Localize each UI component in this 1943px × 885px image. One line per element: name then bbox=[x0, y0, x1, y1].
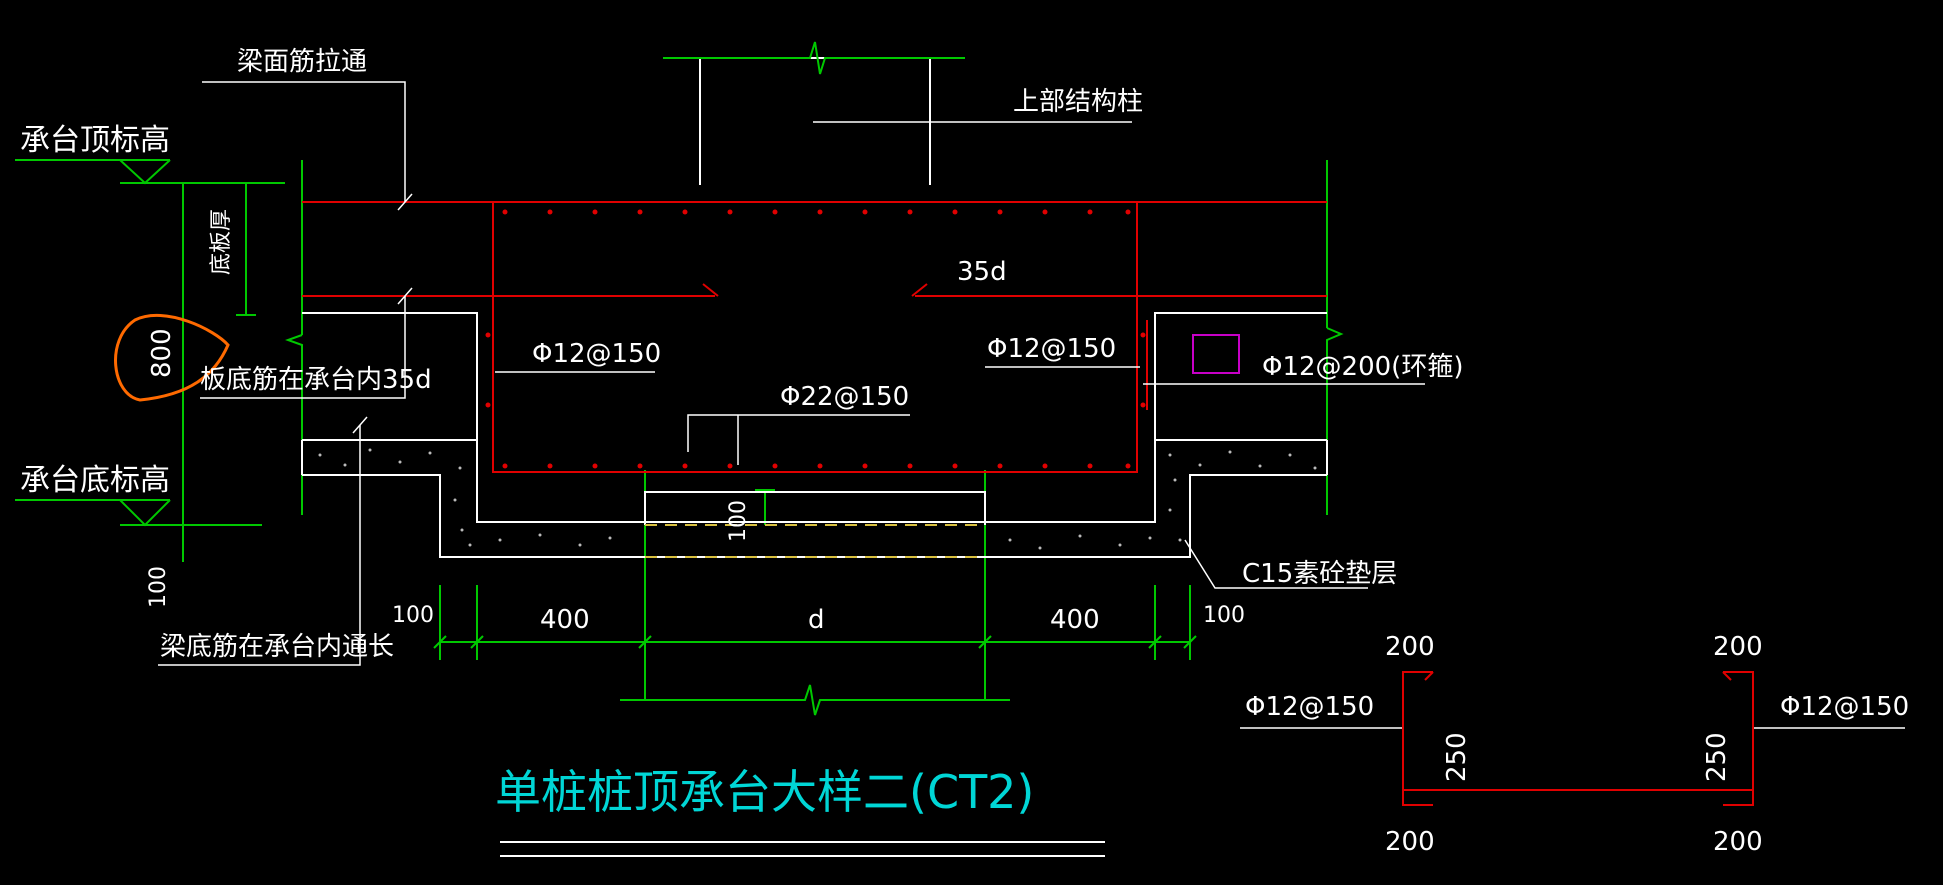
label-beam-top-bar: 梁面筋拉通 bbox=[237, 47, 367, 77]
dim-cap-height: 800 bbox=[147, 328, 177, 378]
label-cushion: C15素砼垫层 bbox=[1242, 559, 1397, 589]
label-side-bar-right: Φ12@150 bbox=[987, 334, 1116, 364]
label-side-bar-left: Φ12@150 bbox=[532, 339, 661, 369]
detail-side-right: 250 bbox=[1702, 732, 1732, 782]
dim-left-100: 100 bbox=[392, 603, 434, 628]
cap-outline bbox=[301, 312, 1328, 558]
bar-detail-lines bbox=[1240, 671, 1905, 806]
cushion-hatch bbox=[318, 448, 1317, 550]
label-upper-column: 上部结构柱 bbox=[1013, 87, 1143, 117]
label-hoop: Φ12@200(环箍) bbox=[1262, 352, 1463, 382]
green-frame-lines bbox=[120, 160, 1344, 716]
rebar-cage bbox=[302, 201, 1327, 473]
label-bottom-bar: Φ22@150 bbox=[780, 382, 909, 412]
dim-pile-d: d bbox=[808, 605, 825, 635]
label-anchor-35d: 35d bbox=[957, 257, 1007, 287]
dim-right-100: 100 bbox=[1203, 603, 1245, 628]
title-underline bbox=[500, 841, 1105, 857]
detail-bar-right: Φ12@150 bbox=[1780, 692, 1909, 722]
detail-top-right: 200 bbox=[1713, 632, 1763, 662]
detail-side-left: 250 bbox=[1442, 732, 1472, 782]
leader-lines bbox=[158, 81, 1425, 666]
detail-bottom-left: 200 bbox=[1385, 827, 1435, 857]
detail-bar-left: Φ12@150 bbox=[1245, 692, 1374, 722]
pile-hidden-lines bbox=[645, 524, 985, 558]
drawing-title: 单桩桩顶承台大样二(CT2) bbox=[495, 765, 1034, 819]
column-break-line bbox=[663, 41, 965, 75]
detail-bottom-right: 200 bbox=[1713, 827, 1763, 857]
rebar-dots bbox=[485, 209, 1146, 469]
detail-top-left: 200 bbox=[1385, 632, 1435, 662]
label-beam-bottom-bar: 梁底筋在承台内通长 bbox=[160, 632, 394, 662]
markup-circle bbox=[114, 313, 230, 402]
label-slab-thickness: 底板厚 bbox=[209, 209, 234, 275]
elevation-marks bbox=[15, 159, 171, 527]
hoop-symbol bbox=[1192, 334, 1240, 374]
label-cap-top-elev: 承台顶标高 bbox=[20, 123, 170, 158]
dim-embed-100: 100 bbox=[726, 500, 751, 542]
dimension-line bbox=[433, 585, 1197, 660]
dim-cushion-thk-left: 100 bbox=[146, 566, 171, 608]
dim-right-400: 400 bbox=[1050, 605, 1100, 635]
label-slab-bottom-bar: 板底筋在承台内35d bbox=[200, 365, 432, 395]
dim-left-400: 400 bbox=[540, 605, 590, 635]
label-cap-bottom-elev: 承台底标高 bbox=[20, 463, 170, 498]
